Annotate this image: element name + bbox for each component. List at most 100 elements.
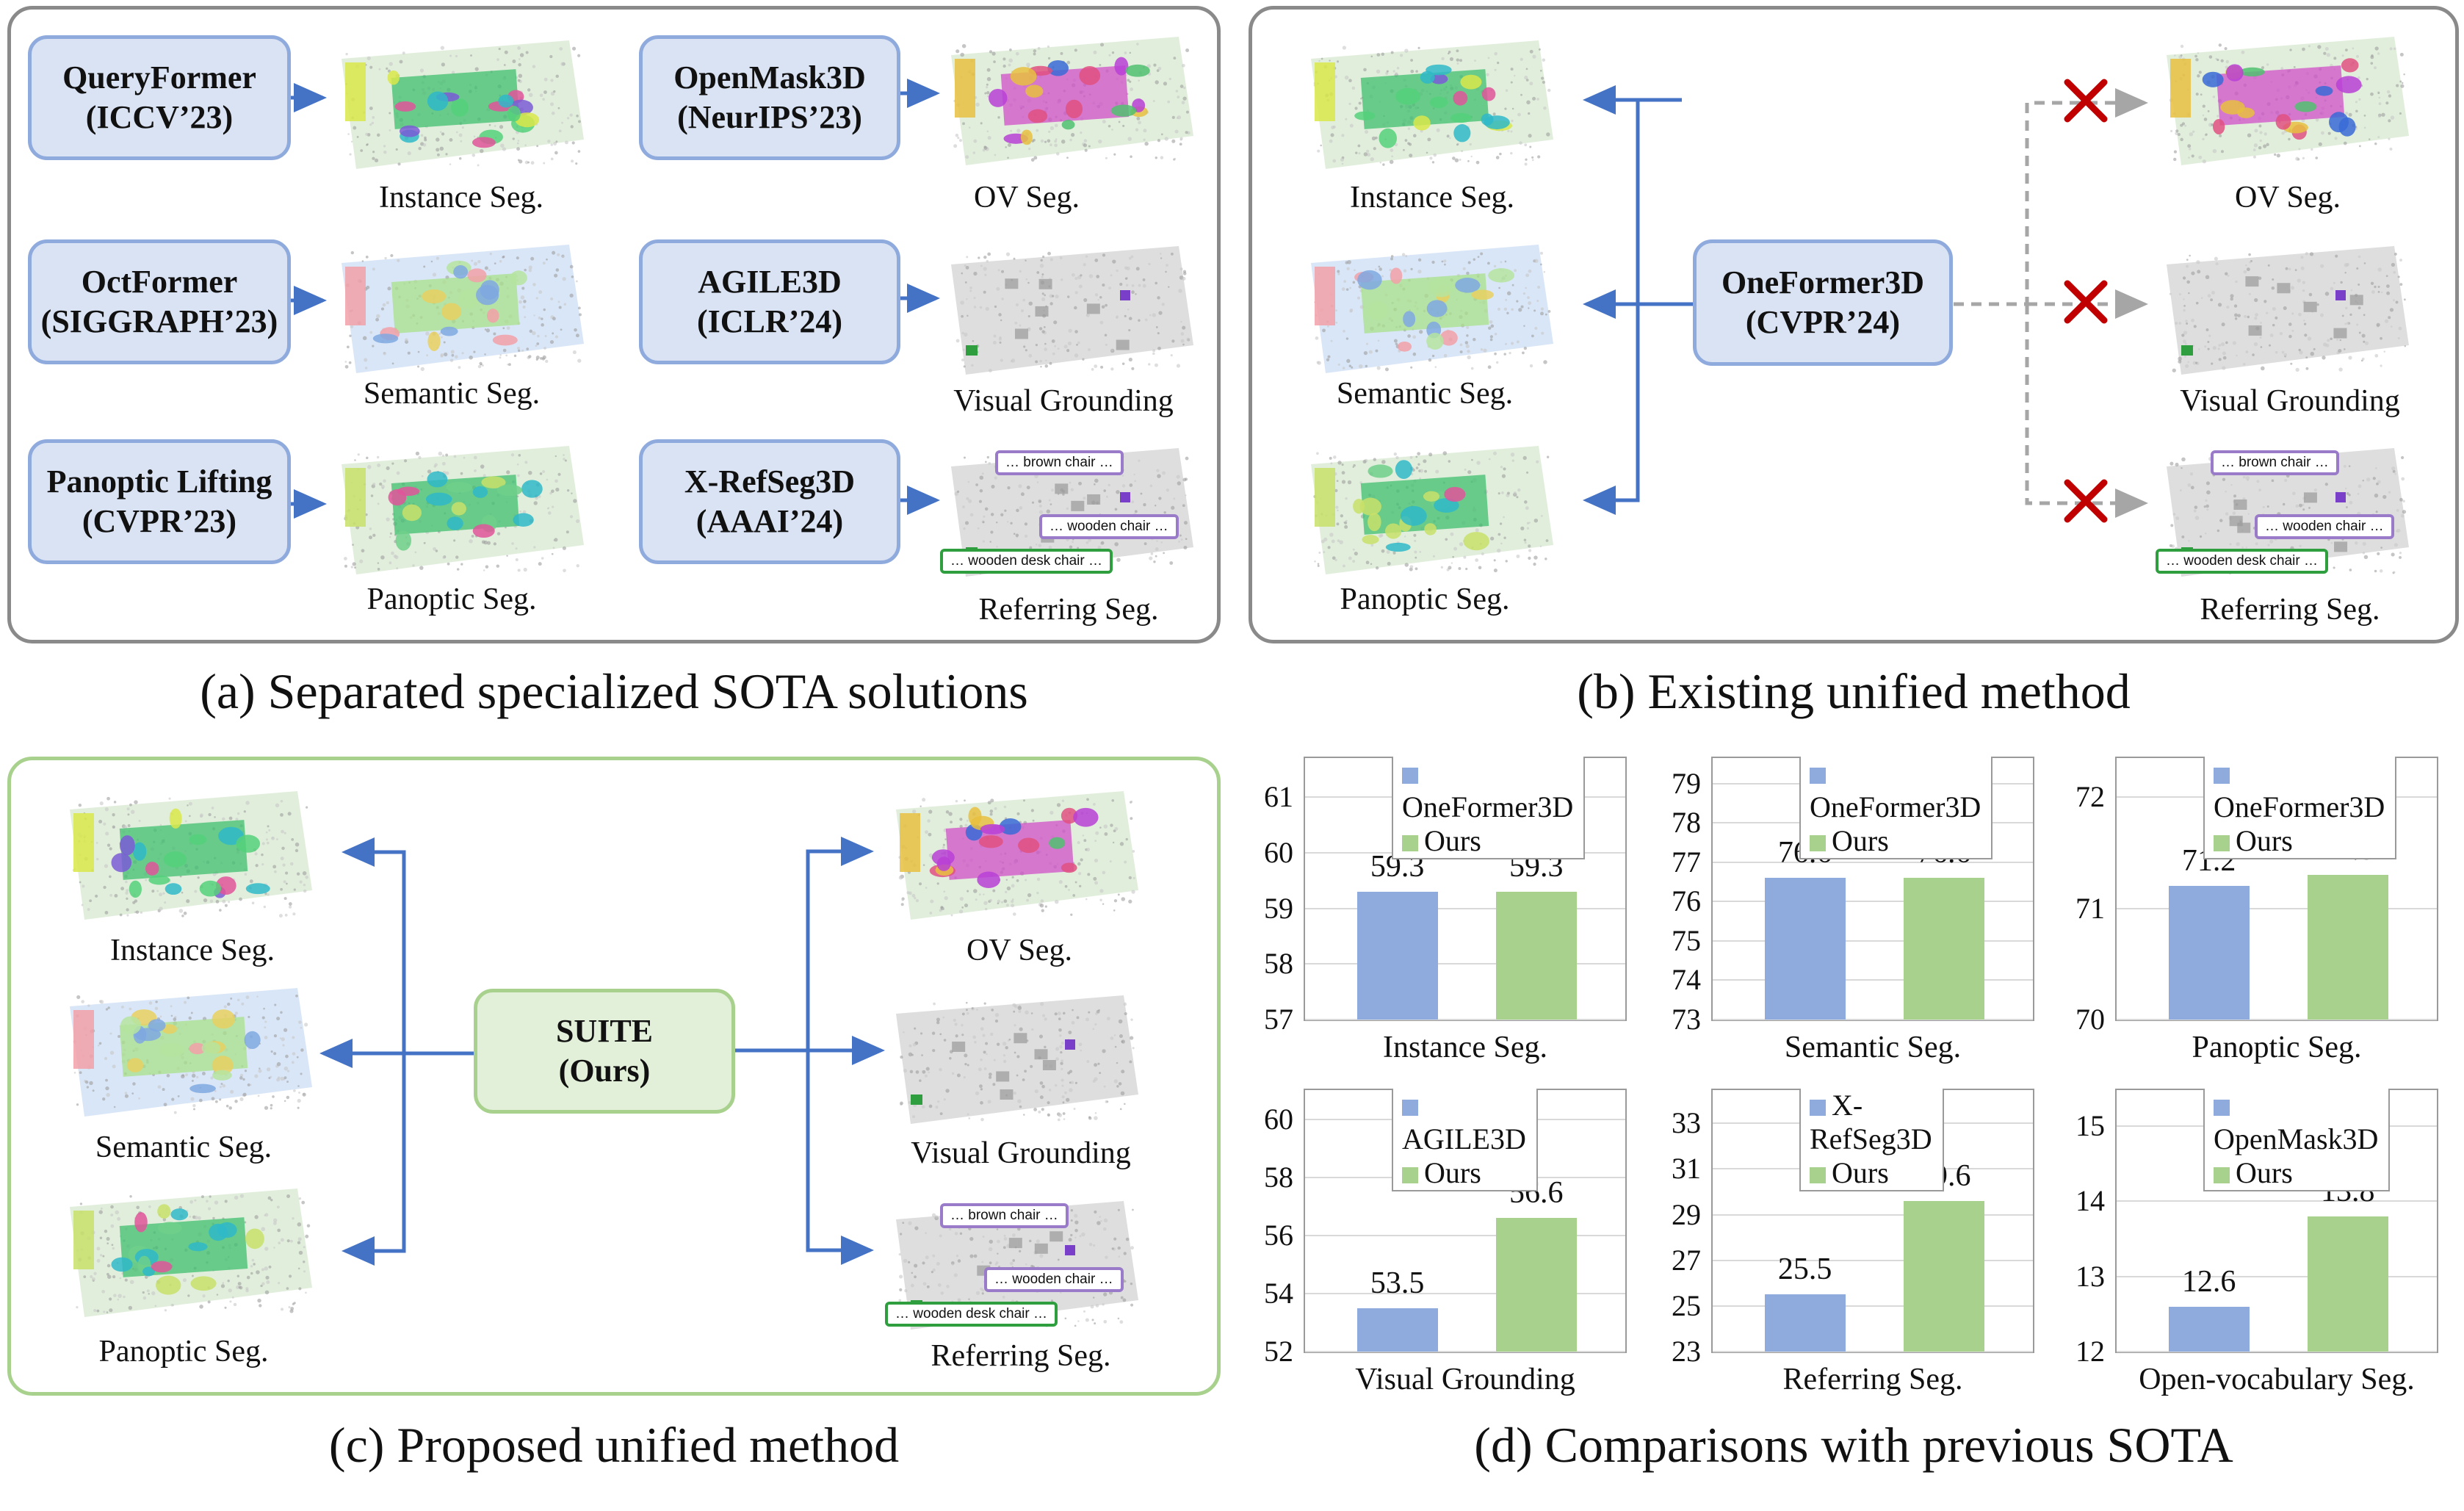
gridline [1305,907,1625,909]
panel-existing-unified [1249,6,2459,643]
bar-ours [1903,1200,1984,1352]
y-tick-label: 72 [2075,780,2105,814]
method-box-openmask3d: OpenMask3D (NeurIPS’23) [639,35,900,160]
legend-entry: X-RefSeg3D [1810,1089,1932,1156]
legend-swatch [1810,768,1826,784]
legend-label: Ours [2236,824,2293,857]
legend-entry: Ours [1810,1156,1932,1190]
scene-inst-image [70,791,312,920]
gridline [1305,963,1625,965]
legend-entry: Ours [1402,1156,1526,1190]
gridline [1713,1019,2033,1020]
legend-entry: OneFormer3D [1810,757,1981,824]
legend-swatch [1402,835,1418,851]
y-tick-label: 12 [2075,1335,2105,1368]
y-tick-label: 77 [1672,845,1701,879]
legend-swatch [2214,1167,2230,1183]
scene-inst-image [1311,40,1553,169]
method-venue: (CVPR’23) [82,503,237,539]
task-label-instance: Instance Seg. [379,181,543,214]
y-tick-label: 54 [1264,1276,1293,1310]
task-label-instance: Instance Seg. [110,934,275,967]
y-tick-label: 73 [1672,1003,1701,1036]
task-label-referring: Referring Seg. [931,1339,1111,1373]
y-tick-label: 59 [1264,891,1293,925]
scene-inst-image [342,40,584,169]
bar-ours [1903,878,1984,1020]
gridline [2117,1351,2437,1352]
legend-swatch [1810,1167,1826,1183]
task-label-panoptic: Panoptic Seg. [98,1335,269,1368]
legend-entry: AGILE3D [1402,1089,1526,1156]
method-box-oneformer3d: OneFormer3D (CVPR’24) [1693,239,1953,366]
method-venue: (SIGGRAPH’23) [40,303,278,339]
method-box-panoptic-lifting: Panoptic Lifting (CVPR’23) [28,439,291,564]
method-venue: (ICCV’23) [85,99,234,135]
tag-brown-chair: … brown chair … [940,1203,1069,1228]
y-tick-label: 78 [1672,806,1701,840]
bar-ours [1495,892,1577,1020]
scene-vg-image [2167,246,2409,375]
task-label-referring: Referring Seg. [2200,593,2380,627]
panel-separated-solutions [7,6,1221,643]
legend-entry: OpenMask3D [2214,1089,2378,1156]
x-axis-label: Panoptic Seg. [2192,1031,2362,1064]
task-label-visual-grounding: Visual Grounding [953,384,1174,418]
y-tick-label: 76 [1672,884,1701,918]
legend-entry: Ours [2214,824,2385,858]
y-tick-label: 61 [1264,780,1293,814]
scene-sem-image [342,245,584,373]
tag-brown-chair: … brown chair … [995,450,1124,475]
y-tick-label: 52 [1264,1335,1293,1368]
legend-label: AGILE3D [1402,1122,1526,1155]
legend-entry: OneFormer3D [2214,757,2385,824]
method-box-octformer: OctFormer (SIGGRAPH’23) [28,239,291,364]
scene-sem-image [1311,245,1553,373]
gridline [1713,861,2033,863]
scene-vg-image [896,995,1138,1124]
gridline [1713,901,2033,903]
tag-brown-chair: … brown chair … [2211,450,2339,475]
legend-label: Ours [1832,824,1889,857]
method-venue: (ICLR’24) [697,303,842,339]
y-tick-label: 60 [1264,1102,1293,1136]
x-axis-label: Referring Seg. [1782,1363,1963,1396]
x-axis-label: Visual Grounding [1355,1363,1575,1396]
scene-vg-image [951,246,1193,375]
bar-baseline [1356,1308,1438,1352]
scene-sem-image [70,988,312,1117]
y-tick-label: 29 [1672,1197,1701,1231]
method-name: OctFormer [81,264,238,300]
legend-label: OneFormer3D [1810,790,1981,823]
legend-entry: Ours [1810,824,1981,858]
y-tick-label: 14 [2075,1184,2105,1218]
x-axis-label: Semantic Seg. [1784,1031,1962,1064]
tag-wooden-desk-chair: … wooden desk chair … [2156,549,2328,574]
panel-proposed-unified [7,757,1221,1396]
task-label-panoptic: Panoptic Seg. [1340,583,1510,616]
legend-entry: OneFormer3D [1402,757,1573,824]
data-label: 25.5 [1777,1252,1832,1287]
data-label: 53.5 [1370,1266,1425,1300]
legend-label: Ours [2236,1156,2293,1189]
y-tick-label: 71 [2075,891,2105,925]
bar-baseline [1764,1294,1846,1352]
method-venue: (NeurIPS’23) [677,99,862,135]
tag-wooden-desk-chair: … wooden desk chair … [885,1302,1058,1327]
legend-swatch [1402,768,1418,784]
y-tick-label: 74 [1672,963,1701,997]
task-label-referring: Referring Seg. [978,593,1159,627]
y-tick-label: 25 [1672,1288,1701,1322]
legend-label: Ours [1424,824,1481,857]
gridline [2117,1019,2437,1020]
task-label-semantic: Semantic Seg. [363,377,541,411]
bar-ours [2307,1216,2388,1352]
method-box-suite: SUITE (Ours) [474,989,735,1114]
scene-ov-image [896,791,1138,920]
gridline [1713,1305,2033,1307]
